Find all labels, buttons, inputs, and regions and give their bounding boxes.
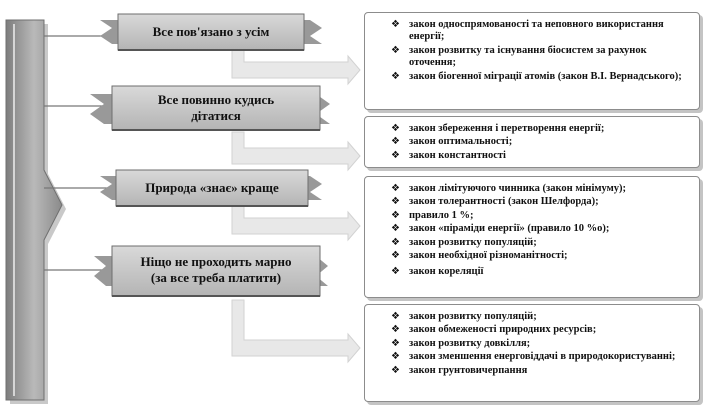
diamond-bullet-icon: ❖	[391, 223, 400, 235]
list-item: ❖закон зменшення енерговіддачі в природо…	[391, 351, 676, 363]
principle-3-title: Природа «знає» краще	[145, 180, 279, 195]
principle-1-title: Все пов'язано з усім	[152, 24, 270, 39]
list-item: ❖закон обмеженості природних ресурсів;	[391, 324, 597, 336]
law-list-2: ❖закон збереження і перетворення енергії…	[391, 123, 691, 162]
diamond-bullet-icon: ❖	[391, 351, 400, 363]
list-item: ❖закон оптимальності;	[391, 136, 513, 148]
laws-box-1: ❖закон односпрямованості та неповного ви…	[364, 12, 700, 110]
list-item: ❖закон грунтовичерпання	[391, 364, 528, 376]
list-item: ❖закон односпрямованості та неповного ви…	[391, 19, 664, 43]
list-item: ❖закон біогенної міграції атомів (закон …	[391, 70, 682, 82]
laws-box-3: ❖закон лімітуючого чинника (закон мініму…	[364, 176, 700, 298]
list-item: ❖закон розвитку популяцій;	[391, 236, 537, 248]
list-item: ❖закон збереження і перетворення енергії…	[391, 123, 605, 134]
light-arrows	[231, 45, 361, 364]
diamond-bullet-icon: ❖	[391, 70, 400, 82]
diamond-bullet-icon: ❖	[391, 196, 400, 208]
laws-box-4: ❖закон розвитку популяцій; ❖закон обмеже…	[364, 304, 700, 402]
list-item: ❖закон «піраміди енергії» (правило 10 %о…	[391, 223, 610, 235]
diamond-bullet-icon: ❖	[391, 337, 400, 349]
list-item: ❖закон розвитку популяцій;	[391, 311, 537, 322]
law-list-3: ❖закон лімітуючого чинника (закон мініму…	[391, 183, 691, 279]
list-item: ❖закон розвитку довкілля;	[391, 337, 531, 349]
list-item: ❖закон кореляції	[391, 266, 484, 278]
principle-2-title: Все повинно кудись дітатися	[157, 92, 275, 123]
diamond-bullet-icon: ❖	[391, 209, 400, 221]
diamond-bullet-icon: ❖	[391, 324, 400, 336]
diamond-bullet-icon: ❖	[391, 311, 400, 322]
law-list-1: ❖закон односпрямованості та неповного ви…	[391, 19, 691, 83]
banner-2	[90, 85, 330, 131]
banner-3	[100, 169, 322, 207]
diamond-bullet-icon: ❖	[391, 19, 400, 30]
diamond-bullet-icon: ❖	[391, 123, 400, 134]
diamond-bullet-icon: ❖	[391, 183, 400, 194]
diamond-bullet-icon: ❖	[391, 364, 400, 376]
laws-box-2: ❖закон збереження і перетворення енергії…	[364, 116, 700, 168]
list-item: ❖закон необхідної різноманітності;	[391, 250, 568, 262]
connector-lines	[44, 35, 108, 271]
law-list-4: ❖закон розвитку популяцій; ❖закон обмеже…	[391, 311, 691, 377]
diamond-bullet-icon: ❖	[391, 44, 400, 56]
diamond-bullet-icon: ❖	[391, 266, 400, 278]
diamond-bullet-icon: ❖	[391, 250, 400, 262]
diamond-bullet-icon: ❖	[391, 136, 400, 148]
banner-4	[94, 245, 328, 297]
list-item: ❖закон лімітуючого чинника (закон мініму…	[391, 183, 627, 194]
list-item: ❖закон толерантності (закон Шелфорда);	[391, 196, 599, 208]
list-item: ❖закон розвитку та існування біосистем з…	[391, 44, 647, 69]
principle-4-title: Ніщо не проходить марно (за все треба пл…	[140, 254, 292, 285]
diamond-bullet-icon: ❖	[391, 236, 400, 248]
list-item: ❖закон константності	[391, 149, 506, 161]
list-item: ❖правило 1 %;	[391, 209, 474, 221]
left-vertical-arrow	[5, 19, 66, 404]
diamond-bullet-icon: ❖	[391, 149, 400, 161]
banner-1	[100, 13, 322, 51]
